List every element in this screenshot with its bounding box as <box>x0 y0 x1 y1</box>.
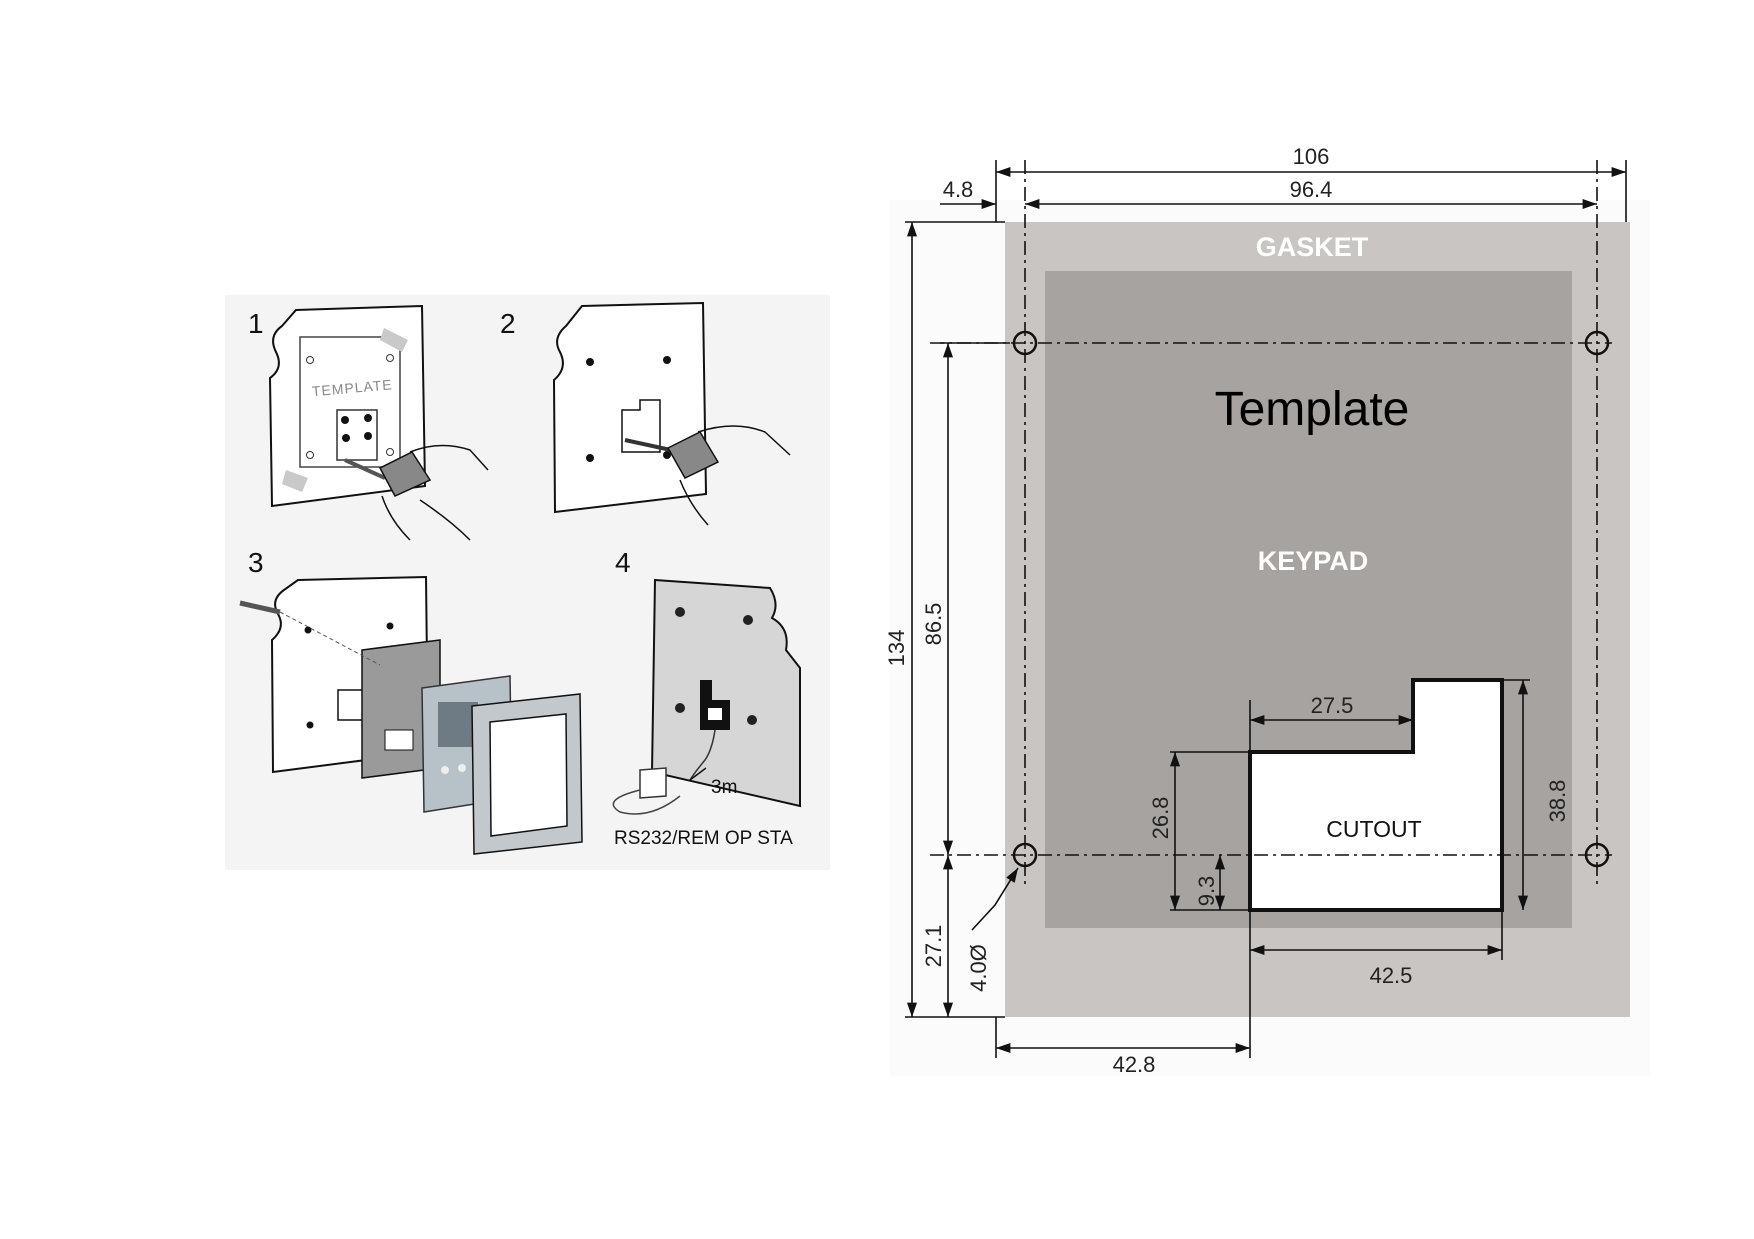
step-3-panel: 3 <box>239 547 583 855</box>
dim-overall-width: 106 <box>1293 144 1330 169</box>
step-4-number: 4 <box>615 547 631 578</box>
dim-hole-diameter: 4.0Ø <box>966 944 991 992</box>
step-1-number: 1 <box>248 308 264 339</box>
step-4-panel: 4 3m RS232/REM OP STA <box>612 547 801 849</box>
connector-label: RS232/REM OP STA <box>614 828 793 849</box>
dim-hole-spacing-width: 96.4 <box>1290 177 1333 202</box>
step-2-panel: 2 <box>500 301 791 526</box>
hole-centerlines <box>930 160 1612 885</box>
dimension-lines <box>905 160 1627 1058</box>
dim-cutout-below-hole: 9.3 <box>1194 876 1219 907</box>
keypad-label: KEYPAD <box>1258 546 1369 576</box>
step-3-number: 3 <box>248 547 264 578</box>
dim-hole-spacing-height: 86.5 <box>921 603 946 646</box>
cutout-label: CUTOUT <box>1326 816 1421 842</box>
dim-cutout-left-offset: 42.8 <box>1113 1052 1156 1077</box>
step-2-number: 2 <box>500 308 516 339</box>
template-title: Template <box>1215 383 1410 436</box>
installation-illustration: 1 TEMPLATE 2 <box>225 295 830 870</box>
step-1-panel: 1 TEMPLATE <box>248 304 489 541</box>
dim-cutout-top-width: 27.5 <box>1311 693 1354 718</box>
dim-hole-offset: 4.8 <box>943 177 974 202</box>
dimension-drawing: GASKET Template KEYPAD CUTOUT <box>884 144 1650 1077</box>
cable-length-label: 3m <box>711 777 737 798</box>
template-sheet-text: TEMPLATE <box>311 376 393 399</box>
dim-cutout-right-height: 38.8 <box>1545 780 1570 823</box>
dim-cutout-left-height: 26.8 <box>1148 797 1173 840</box>
dim-overall-height: 134 <box>884 630 909 667</box>
dim-hole-to-bottom: 27.1 <box>921 925 946 968</box>
dim-cutout-bottom-width: 42.5 <box>1370 963 1413 988</box>
mounting-holes <box>1012 330 1610 868</box>
gasket-label: GASKET <box>1256 232 1369 262</box>
